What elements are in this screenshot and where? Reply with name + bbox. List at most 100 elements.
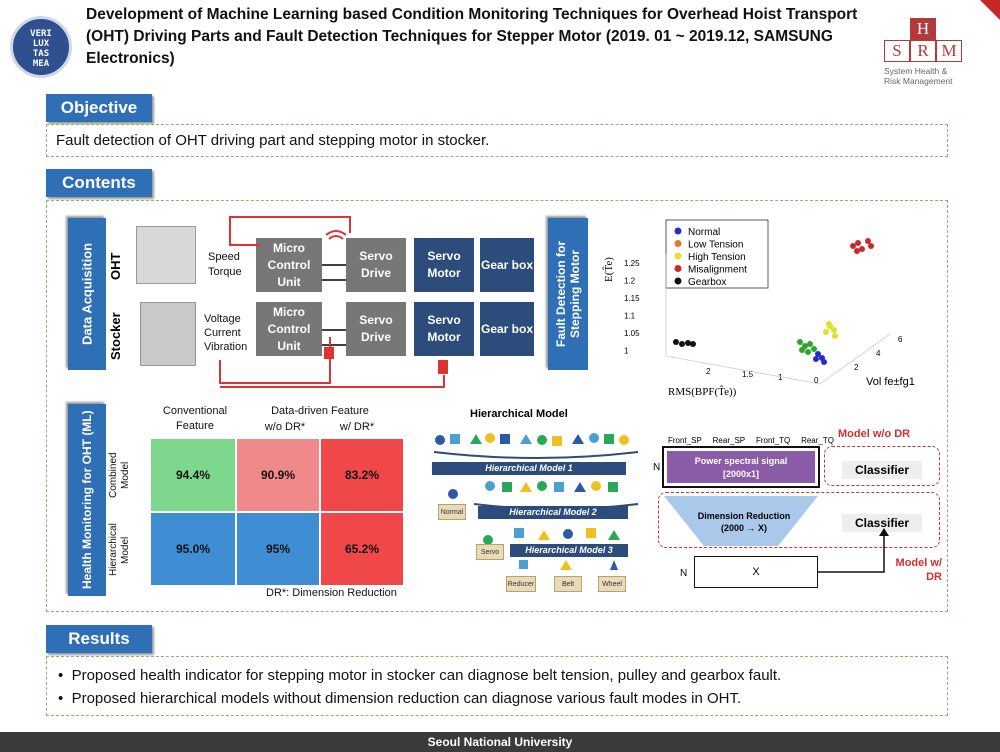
legend-label: High Tension — [688, 252, 746, 263]
hier-title: Hierarchical Model — [470, 408, 568, 420]
snu-logo: VERI LUX TAS MEA — [10, 16, 72, 78]
voltage-label: Voltage — [204, 313, 241, 325]
data-flow-arrows — [219, 216, 448, 388]
header-col: Rear_SP — [712, 436, 746, 445]
dr-frame — [658, 492, 940, 548]
basket-belt: Belt — [554, 576, 582, 592]
servo-drive-oht: Servo Drive — [346, 238, 406, 292]
table-cell: 95% — [236, 512, 320, 586]
logo-letter: R — [910, 40, 936, 62]
dr-line1: Dimension Reduction — [697, 511, 791, 521]
x-tick: 0 — [814, 376, 819, 385]
scatter-point — [797, 339, 803, 345]
scatter-xlabel: RMS(BPF(T̂e)) — [668, 386, 737, 398]
scatter-point — [832, 333, 838, 339]
col-w-dr: w/ DR* — [339, 421, 375, 433]
row-hierarchical: Hierarchical Model — [108, 523, 131, 577]
col-datadriven: Data-driven Feature — [271, 405, 369, 417]
table-cell: 90.9% — [236, 438, 320, 512]
logo-letter: M — [936, 40, 962, 62]
header-col: Front_SP — [668, 436, 702, 445]
table-cell: 94.4% — [150, 438, 236, 512]
x-tick: 2 — [706, 367, 711, 376]
scatter-point — [855, 240, 861, 246]
y-tick: 1.2 — [624, 277, 636, 286]
logo-subtitle: Risk Management — [884, 76, 953, 86]
hier-model-2: Hierarchical Model 2 — [478, 506, 628, 519]
n-label-2: N — [680, 568, 688, 579]
current-label: Current — [204, 327, 241, 339]
logo-text: MEA — [32, 59, 50, 69]
speed-label: Speed — [208, 251, 240, 263]
classifier-frame-1 — [824, 446, 940, 486]
basket-reducer: Reducer — [506, 576, 536, 592]
x-tick: 1.5 — [742, 370, 754, 379]
scatter-legend — [665, 219, 769, 289]
hier-model-3: Hierarchical Model 3 — [510, 544, 628, 557]
scatter-point — [850, 243, 856, 249]
z-tick: 2 — [854, 363, 859, 372]
model-arrow — [818, 528, 889, 573]
scatter-point — [868, 243, 874, 249]
hier-model-1: Hierarchical Model 1 — [432, 462, 626, 475]
servo-motor-stocker: Servo Motor — [414, 302, 474, 356]
scatter-point — [685, 340, 691, 346]
scatter-point — [805, 349, 811, 355]
label-wo-dr: Model w/o DR — [838, 428, 911, 440]
scatter-point — [813, 356, 819, 362]
psd-line2: [2000x1] — [722, 469, 760, 479]
header-col: Front_TQ — [755, 436, 791, 445]
health-monitoring-label: Health Monitoring for OHT (ML) — [68, 404, 106, 596]
legend-marker — [674, 277, 682, 285]
legend-marker — [674, 252, 682, 260]
scatter-point — [831, 327, 837, 333]
z-tick: 6 — [898, 335, 903, 344]
basket-normal: Normal — [438, 504, 466, 520]
psd-frame: Power spectral signal [2000x1] — [662, 446, 820, 488]
vibration-label: Vibration — [204, 341, 248, 353]
scatter-point — [690, 341, 696, 347]
logo-letter: H — [910, 18, 936, 40]
scatter-ylabel: E(T̂e) — [603, 257, 615, 282]
legend-marker — [674, 265, 682, 272]
y-tick: 1.05 — [624, 329, 640, 338]
results-table: 94.4%95.0%90.9%95%83.2%65.2% — [150, 438, 406, 586]
stocker-label: Stocker — [108, 312, 123, 360]
table-cell: 95.0% — [150, 512, 236, 586]
scatter-point — [679, 341, 685, 347]
x-tick: 1 — [778, 373, 783, 382]
oht-label: OHT — [108, 252, 123, 280]
scatter-point — [811, 346, 817, 352]
results-tab: Results — [46, 625, 152, 653]
scatter-point — [865, 238, 871, 244]
legend-marker — [674, 227, 682, 235]
legend-label: Low Tension — [688, 240, 743, 251]
mcu-box-oht: Micro Control Unit — [256, 238, 322, 292]
dr-line2: (2000 → X) — [720, 523, 768, 533]
n-label-1: N — [653, 462, 661, 473]
header-col: Rear_TQ — [801, 436, 834, 445]
dr-trapezoid — [664, 496, 818, 546]
table-cell: 65.2% — [320, 512, 404, 586]
y-tick: 1.1 — [624, 312, 636, 321]
dr-text: Dimension Reduction (2000 → X) — [680, 510, 808, 534]
legend-marker — [674, 240, 682, 247]
y-tick: 1 — [624, 347, 629, 356]
corner-accent — [980, 0, 1000, 20]
y-tick: 1.15 — [624, 294, 640, 303]
scatter-zlabel: Vol fe±fg1 — [866, 376, 915, 388]
scatter-point — [823, 329, 829, 335]
scatter-point — [815, 351, 821, 357]
legend-label: Misalignment — [688, 265, 747, 276]
data-acquisition-label: Data Acquisition — [68, 218, 106, 370]
scatter-point — [826, 321, 832, 327]
footer: Seoul National University — [0, 732, 1000, 752]
gearbox-stocker: Gear box — [480, 302, 534, 356]
stocker-photo — [140, 302, 196, 366]
scatter-point — [859, 246, 865, 252]
objective-box — [46, 124, 948, 157]
logo-letter: S — [884, 40, 910, 62]
row-combined: Combined Model — [108, 452, 131, 498]
scatter-point — [807, 341, 813, 347]
